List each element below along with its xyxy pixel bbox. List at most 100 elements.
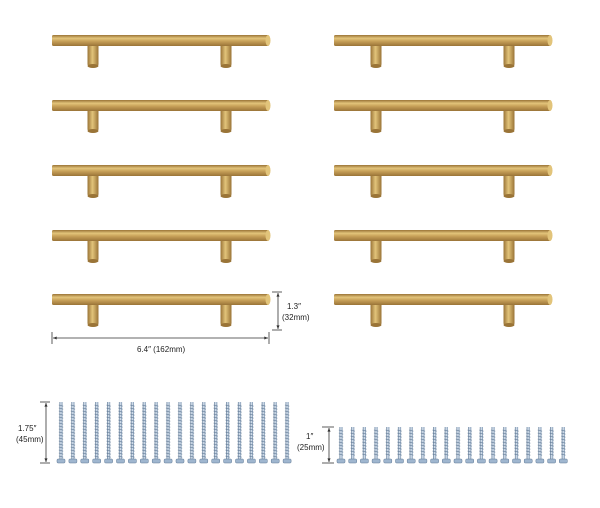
screw-thread	[118, 452, 123, 455]
screw-thread	[177, 443, 183, 446]
screw-thread	[189, 419, 195, 422]
screw-thread	[237, 422, 242, 425]
pull-leg	[220, 239, 232, 261]
pull-leg	[503, 303, 515, 325]
screw-thread	[261, 416, 266, 419]
screw-thread	[153, 434, 159, 437]
screw-thread	[561, 441, 566, 444]
screw-shaft	[421, 427, 425, 459]
screw-thread	[514, 447, 519, 450]
screw-thread	[94, 425, 99, 428]
screw-thread	[479, 435, 484, 438]
screw-thread	[397, 450, 402, 453]
pull-bar	[334, 35, 551, 46]
screw-thread	[525, 444, 531, 447]
screw-thread	[284, 455, 290, 458]
screw-thread	[249, 449, 254, 452]
screw-thread	[106, 410, 111, 413]
screw-thread	[502, 444, 508, 447]
screw-thread	[514, 438, 519, 441]
screw-thread	[490, 438, 496, 441]
screw-thread	[338, 450, 344, 453]
screw-thread	[165, 452, 171, 455]
screw-thread	[142, 452, 147, 455]
screw-thread	[177, 428, 183, 431]
pull-leg	[220, 44, 232, 66]
screw-thread	[106, 449, 111, 452]
screw-thread	[94, 455, 99, 458]
screw-thread	[237, 452, 242, 455]
pull-bar-end	[265, 35, 271, 46]
screw-thread	[58, 452, 64, 455]
long-screw	[270, 402, 280, 464]
screw-thread	[284, 410, 290, 413]
pull-height-label-inch: 1.3″	[287, 302, 301, 311]
short-screw	[383, 427, 393, 464]
screw-thread	[397, 453, 402, 456]
screw-thread	[338, 447, 344, 450]
screw-thread	[272, 416, 278, 419]
screw-thread	[502, 432, 508, 435]
screw-thread	[272, 443, 278, 446]
screw-thread	[397, 429, 402, 432]
screw-thread	[502, 429, 508, 432]
screw-thread	[94, 443, 99, 446]
screw-thread	[118, 410, 123, 413]
screw-thread	[549, 450, 554, 453]
screw-thread	[118, 449, 123, 452]
long-screw	[116, 402, 125, 464]
screw-thread	[237, 455, 242, 458]
screw-thread	[444, 444, 449, 447]
screw-thread	[261, 404, 266, 407]
screw-thread	[106, 422, 111, 425]
screw-thread	[70, 413, 76, 416]
long-screw	[104, 402, 113, 464]
pull-leg	[87, 109, 99, 131]
screw-thread	[261, 449, 266, 452]
long-screw	[128, 402, 137, 464]
screw-head	[211, 458, 220, 464]
screw-thread	[201, 431, 207, 434]
screw-thread	[82, 437, 88, 440]
screw-thread	[58, 455, 64, 458]
screw-thread	[549, 444, 554, 447]
screw-thread	[284, 443, 290, 446]
screw-thread	[537, 447, 543, 450]
screw-shaft	[166, 402, 170, 459]
screw-thread	[490, 450, 496, 453]
screw-thread	[118, 440, 123, 443]
screw-thread	[537, 453, 543, 456]
screw-thread	[70, 449, 76, 452]
screw-thread	[94, 419, 99, 422]
screw-thread	[82, 422, 88, 425]
screw-thread	[537, 438, 543, 441]
screw-thread	[537, 444, 543, 447]
screw-thread	[142, 446, 147, 449]
screw-shaft	[130, 402, 134, 459]
screw-head	[68, 458, 78, 464]
screw-thread	[455, 435, 461, 438]
screw-thread	[525, 450, 531, 453]
screw-thread	[213, 413, 218, 416]
screw-shaft	[202, 402, 206, 459]
screw-thread	[525, 429, 531, 432]
screw-thread	[284, 434, 290, 437]
screw-head	[235, 458, 244, 464]
screw-thread	[165, 434, 171, 437]
screw-thread	[118, 407, 123, 410]
screw-thread	[153, 407, 159, 410]
screw-thread	[490, 441, 496, 444]
screw-thread	[213, 452, 218, 455]
screw-thread	[432, 429, 437, 432]
screw-thread	[82, 404, 88, 407]
screw-thread	[58, 422, 64, 425]
screw-thread	[177, 455, 183, 458]
screw-thread	[118, 425, 123, 428]
screw-shaft	[107, 402, 111, 459]
screw-thread	[130, 416, 135, 419]
long-screw	[223, 402, 232, 464]
screw-thread	[201, 404, 207, 407]
screw-thread	[284, 428, 290, 431]
short-screw	[348, 427, 357, 464]
screw-thread	[82, 443, 88, 446]
